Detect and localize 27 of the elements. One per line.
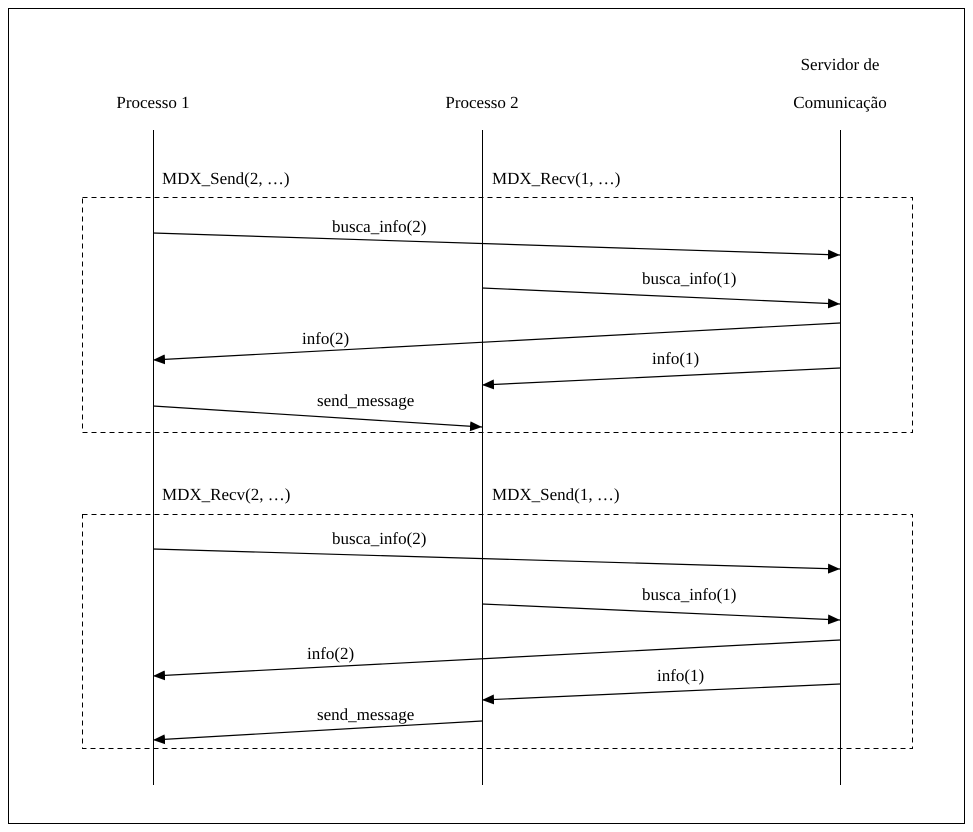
- arrow: [482, 603, 840, 624]
- participant-label: Servidor de Comunicação: [792, 54, 888, 114]
- participant-label: Processo 1: [115, 92, 191, 114]
- arrow: [152, 322, 840, 364]
- arrow: [152, 639, 840, 680]
- arrow: [152, 232, 840, 260]
- edge-label: busca_info(2): [330, 218, 428, 236]
- arrow: [482, 287, 840, 308]
- edge-label: send_message: [315, 706, 416, 724]
- edge-label: info(2): [305, 645, 356, 663]
- call-label: MDX_Send(2, …): [160, 170, 292, 188]
- arrow: [482, 367, 840, 390]
- arrow: [152, 720, 482, 744]
- arrow: [482, 683, 840, 704]
- call-label: MDX_Send(1, …): [490, 486, 622, 504]
- edge-label: info(1): [650, 350, 702, 368]
- edge-label: info(1): [655, 667, 706, 685]
- edge-label: send_message: [315, 392, 416, 410]
- arrow: [152, 548, 840, 574]
- edge-label: busca_info(1): [640, 270, 738, 288]
- call-label: MDX_Recv(2, …): [160, 486, 292, 504]
- edge-label: busca_info(2): [330, 530, 428, 548]
- participant-label: Processo 2: [444, 92, 520, 114]
- edge-label: info(2): [300, 330, 352, 348]
- edge-label: busca_info(1): [640, 586, 738, 604]
- call-label: MDX_Recv(1, …): [490, 170, 622, 188]
- arrow: [152, 405, 482, 432]
